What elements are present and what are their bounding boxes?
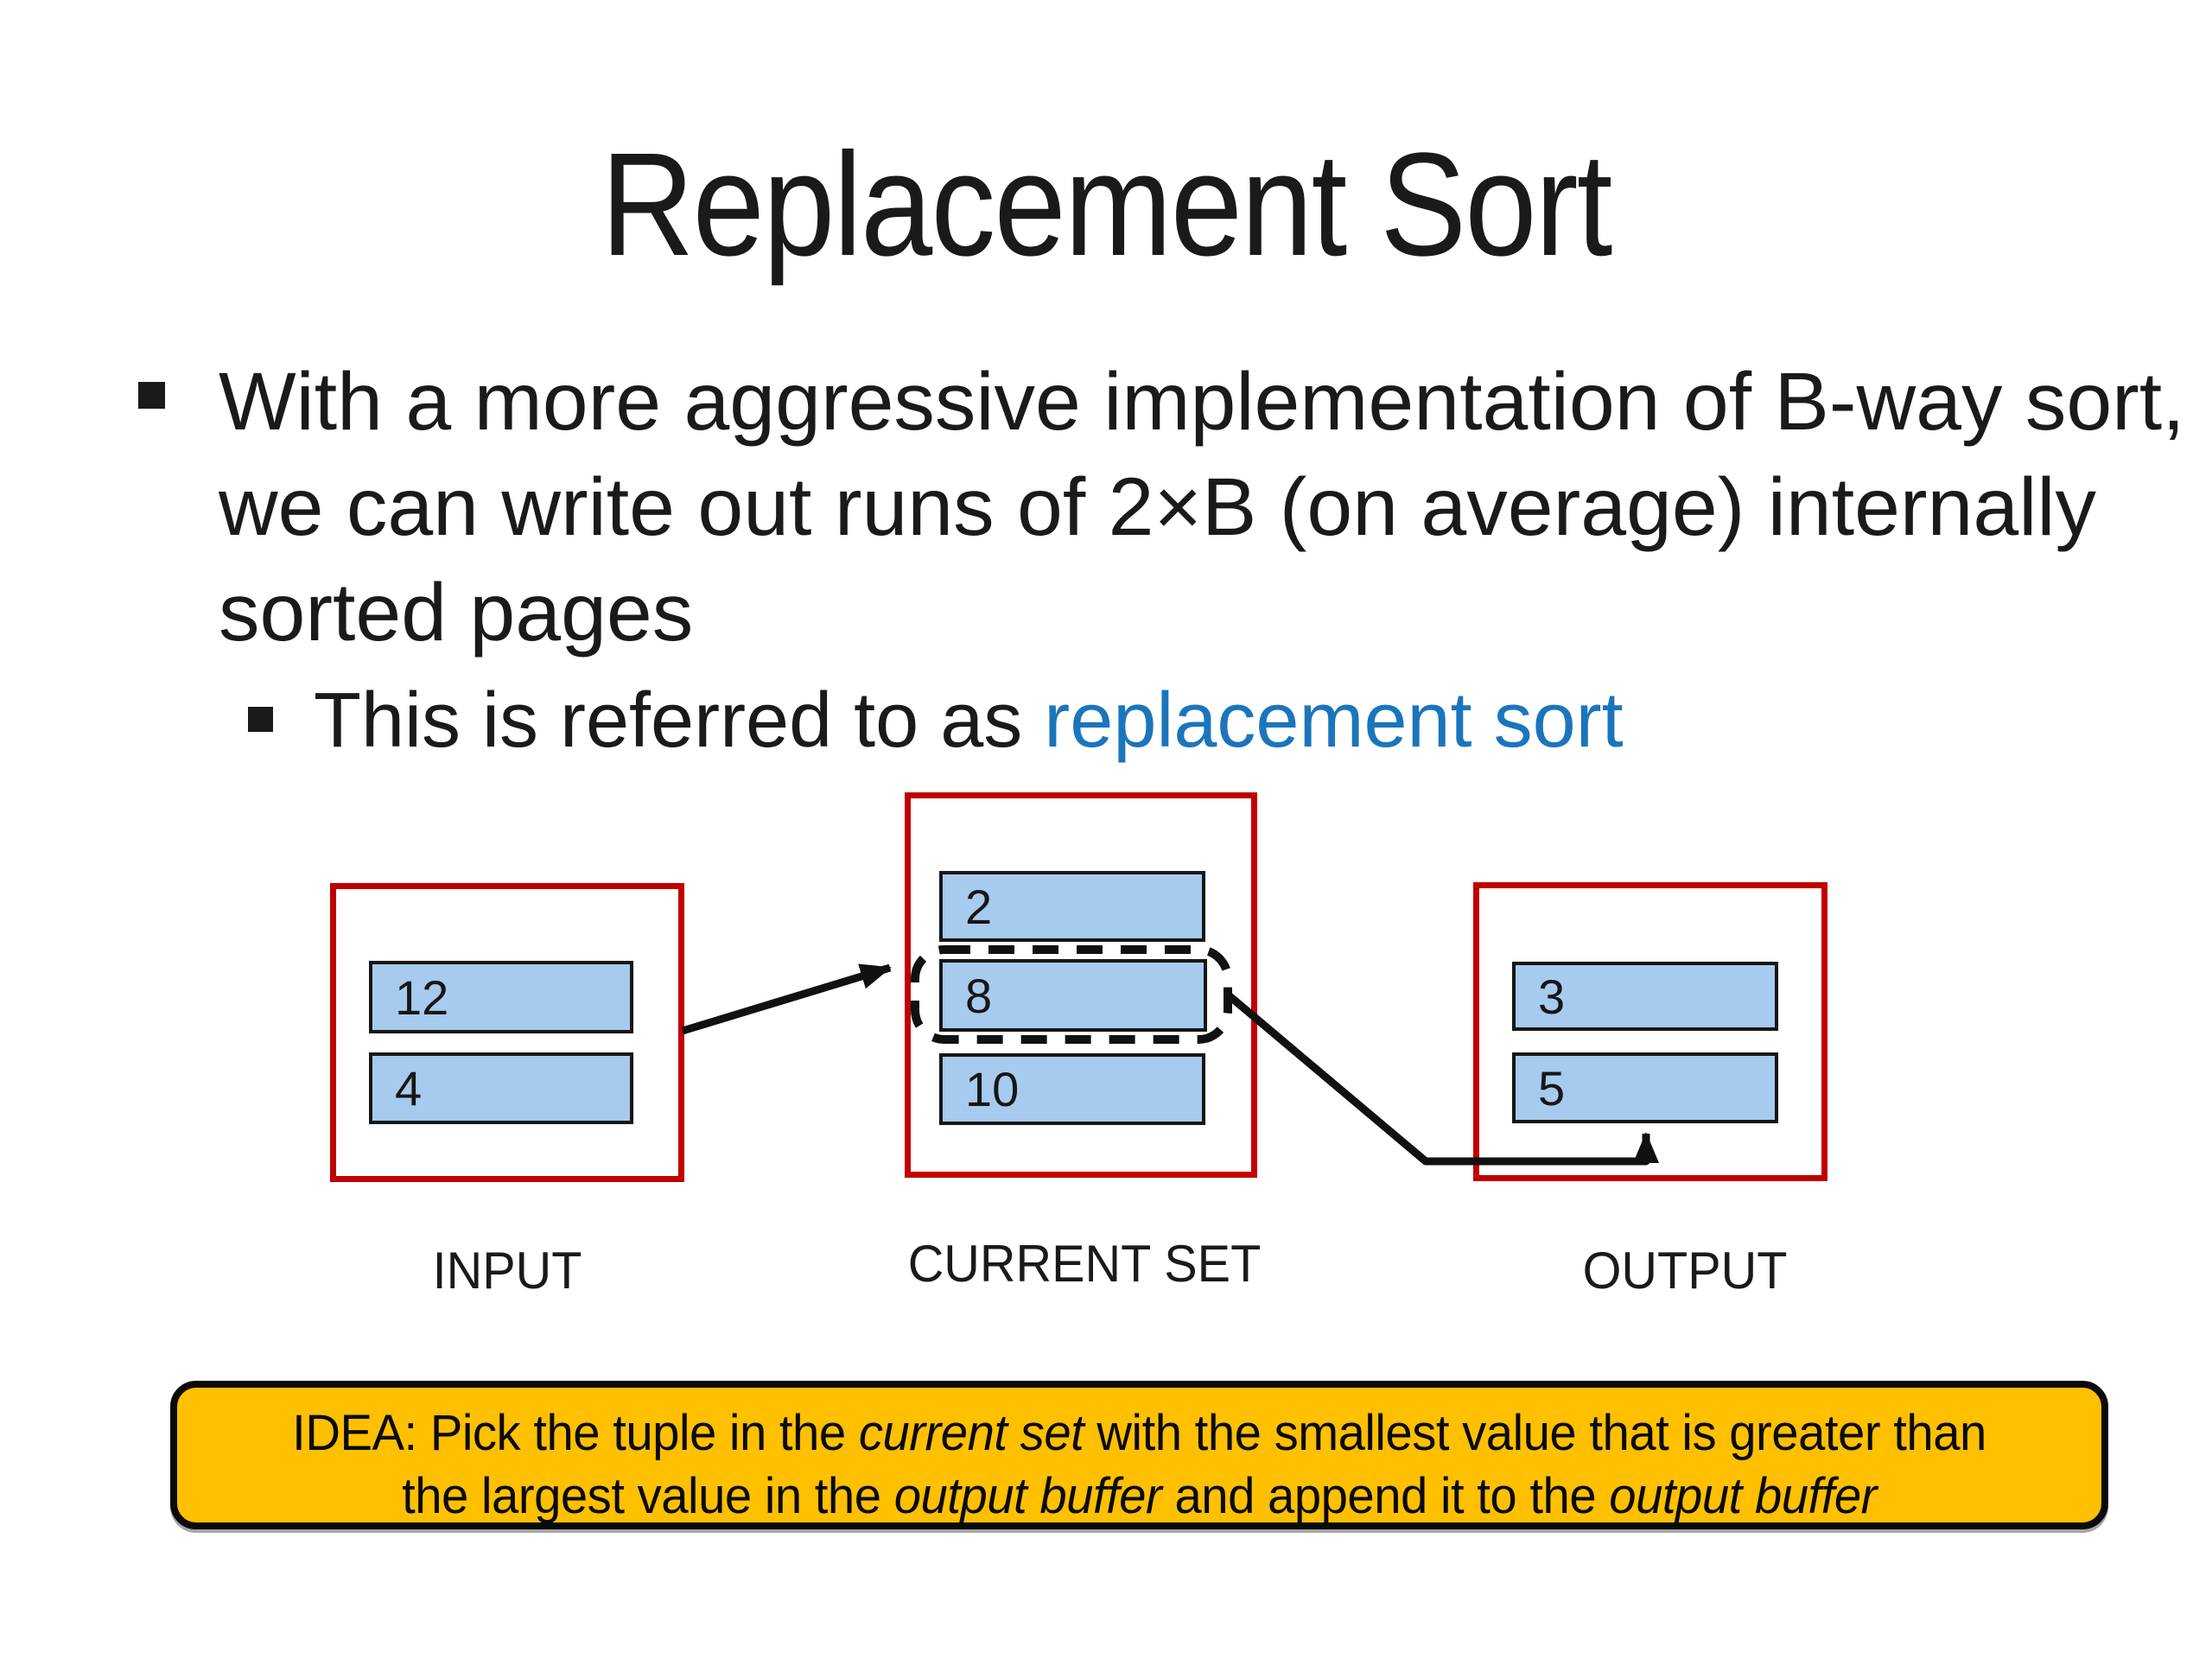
input-buffer-frame: [330, 883, 684, 1182]
idea-text: the largest value in the: [402, 1468, 894, 1524]
main-bullet-line-1: With a more aggressive implementation of…: [219, 356, 2185, 448]
input-label: INPUT: [432, 1242, 582, 1300]
output-buffer-frame: [1473, 882, 1827, 1181]
idea-italic-current-set: current set: [858, 1405, 1084, 1461]
current-set-frame: [905, 792, 1257, 1178]
bullet-icon: [138, 382, 165, 409]
page-value: 2: [965, 879, 993, 934]
current-page-8-selected: 8: [939, 959, 1207, 1032]
input-page-4: 4: [369, 1052, 633, 1124]
arrow-input-to-current-icon: [681, 963, 892, 1035]
sub-bullet-prefix: This is referred to as: [314, 677, 1045, 764]
idea-text: and append it to the: [1161, 1468, 1610, 1524]
main-bullet-line-2: we can write out runs of 2×B (on average…: [219, 461, 2096, 553]
idea-line-1: IDEA: Pick the tuple in the current set …: [206, 1402, 2072, 1465]
sub-bullet-text: This is referred to as replacement sort: [314, 672, 1624, 769]
output-page-3: 3: [1512, 962, 1778, 1031]
page-value: 3: [1538, 969, 1566, 1024]
input-page-12: 12: [369, 961, 633, 1033]
idea-line-2: the largest value in the output buffer a…: [206, 1465, 2072, 1528]
page-value: 5: [1538, 1060, 1566, 1116]
page-title: Replacement Sort: [601, 123, 1612, 287]
page-value: 4: [395, 1061, 423, 1116]
output-label: OUTPUT: [1582, 1242, 1788, 1300]
main-bullet-text: With a more aggressive implementation of…: [219, 349, 2185, 665]
idea-text: IDEA: Pick the tuple in the: [292, 1405, 859, 1461]
idea-italic-output-buffer: output buffer: [1609, 1468, 1877, 1524]
page-value: 10: [965, 1062, 1020, 1116]
main-bullet-line-3: sorted pages: [219, 567, 694, 658]
idea-callout: IDEA: Pick the tuple in the current set …: [170, 1381, 2108, 1529]
output-page-5: 5: [1512, 1052, 1778, 1123]
current-page-2: 2: [939, 871, 1205, 942]
current-set-label: CURRENT SET: [907, 1235, 1262, 1293]
idea-italic-output-buffer: output buffer: [893, 1468, 1162, 1524]
sub-bullet-icon: [248, 707, 273, 732]
idea-text: with the smallest value that is greater …: [1084, 1405, 1986, 1461]
page-value: 8: [965, 968, 993, 1023]
current-page-10: 10: [939, 1053, 1205, 1125]
page-value: 12: [395, 969, 449, 1025]
sub-bullet-highlight: replacement sort: [1044, 677, 1624, 764]
